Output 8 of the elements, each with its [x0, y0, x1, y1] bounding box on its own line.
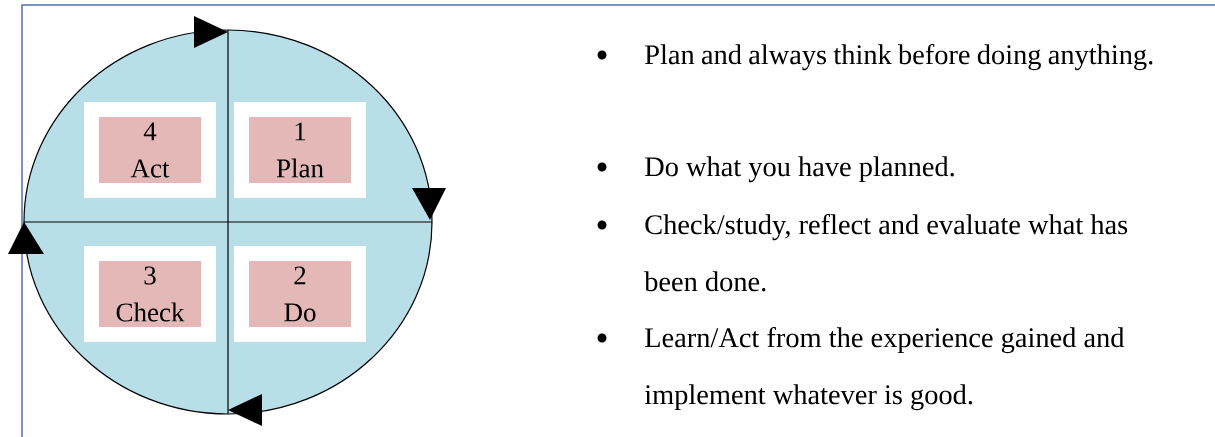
bullet-text: Plan and always think before doing anything.: [645, 44, 1153, 71]
bullet-text: Learn/Act from the experience gained and implement whatever is good.: [644, 327, 1125, 411]
step-box: 3 Check: [84, 246, 216, 342]
step-box: 4 Act: [84, 102, 216, 198]
bullet-text: Do what you have planned.: [645, 156, 954, 183]
step-box: 1 Plan: [234, 102, 366, 198]
step-box: 2 Do: [234, 246, 366, 342]
bullet-text: Check/study, reflect and evaluate what has been done.: [644, 214, 1128, 292]
